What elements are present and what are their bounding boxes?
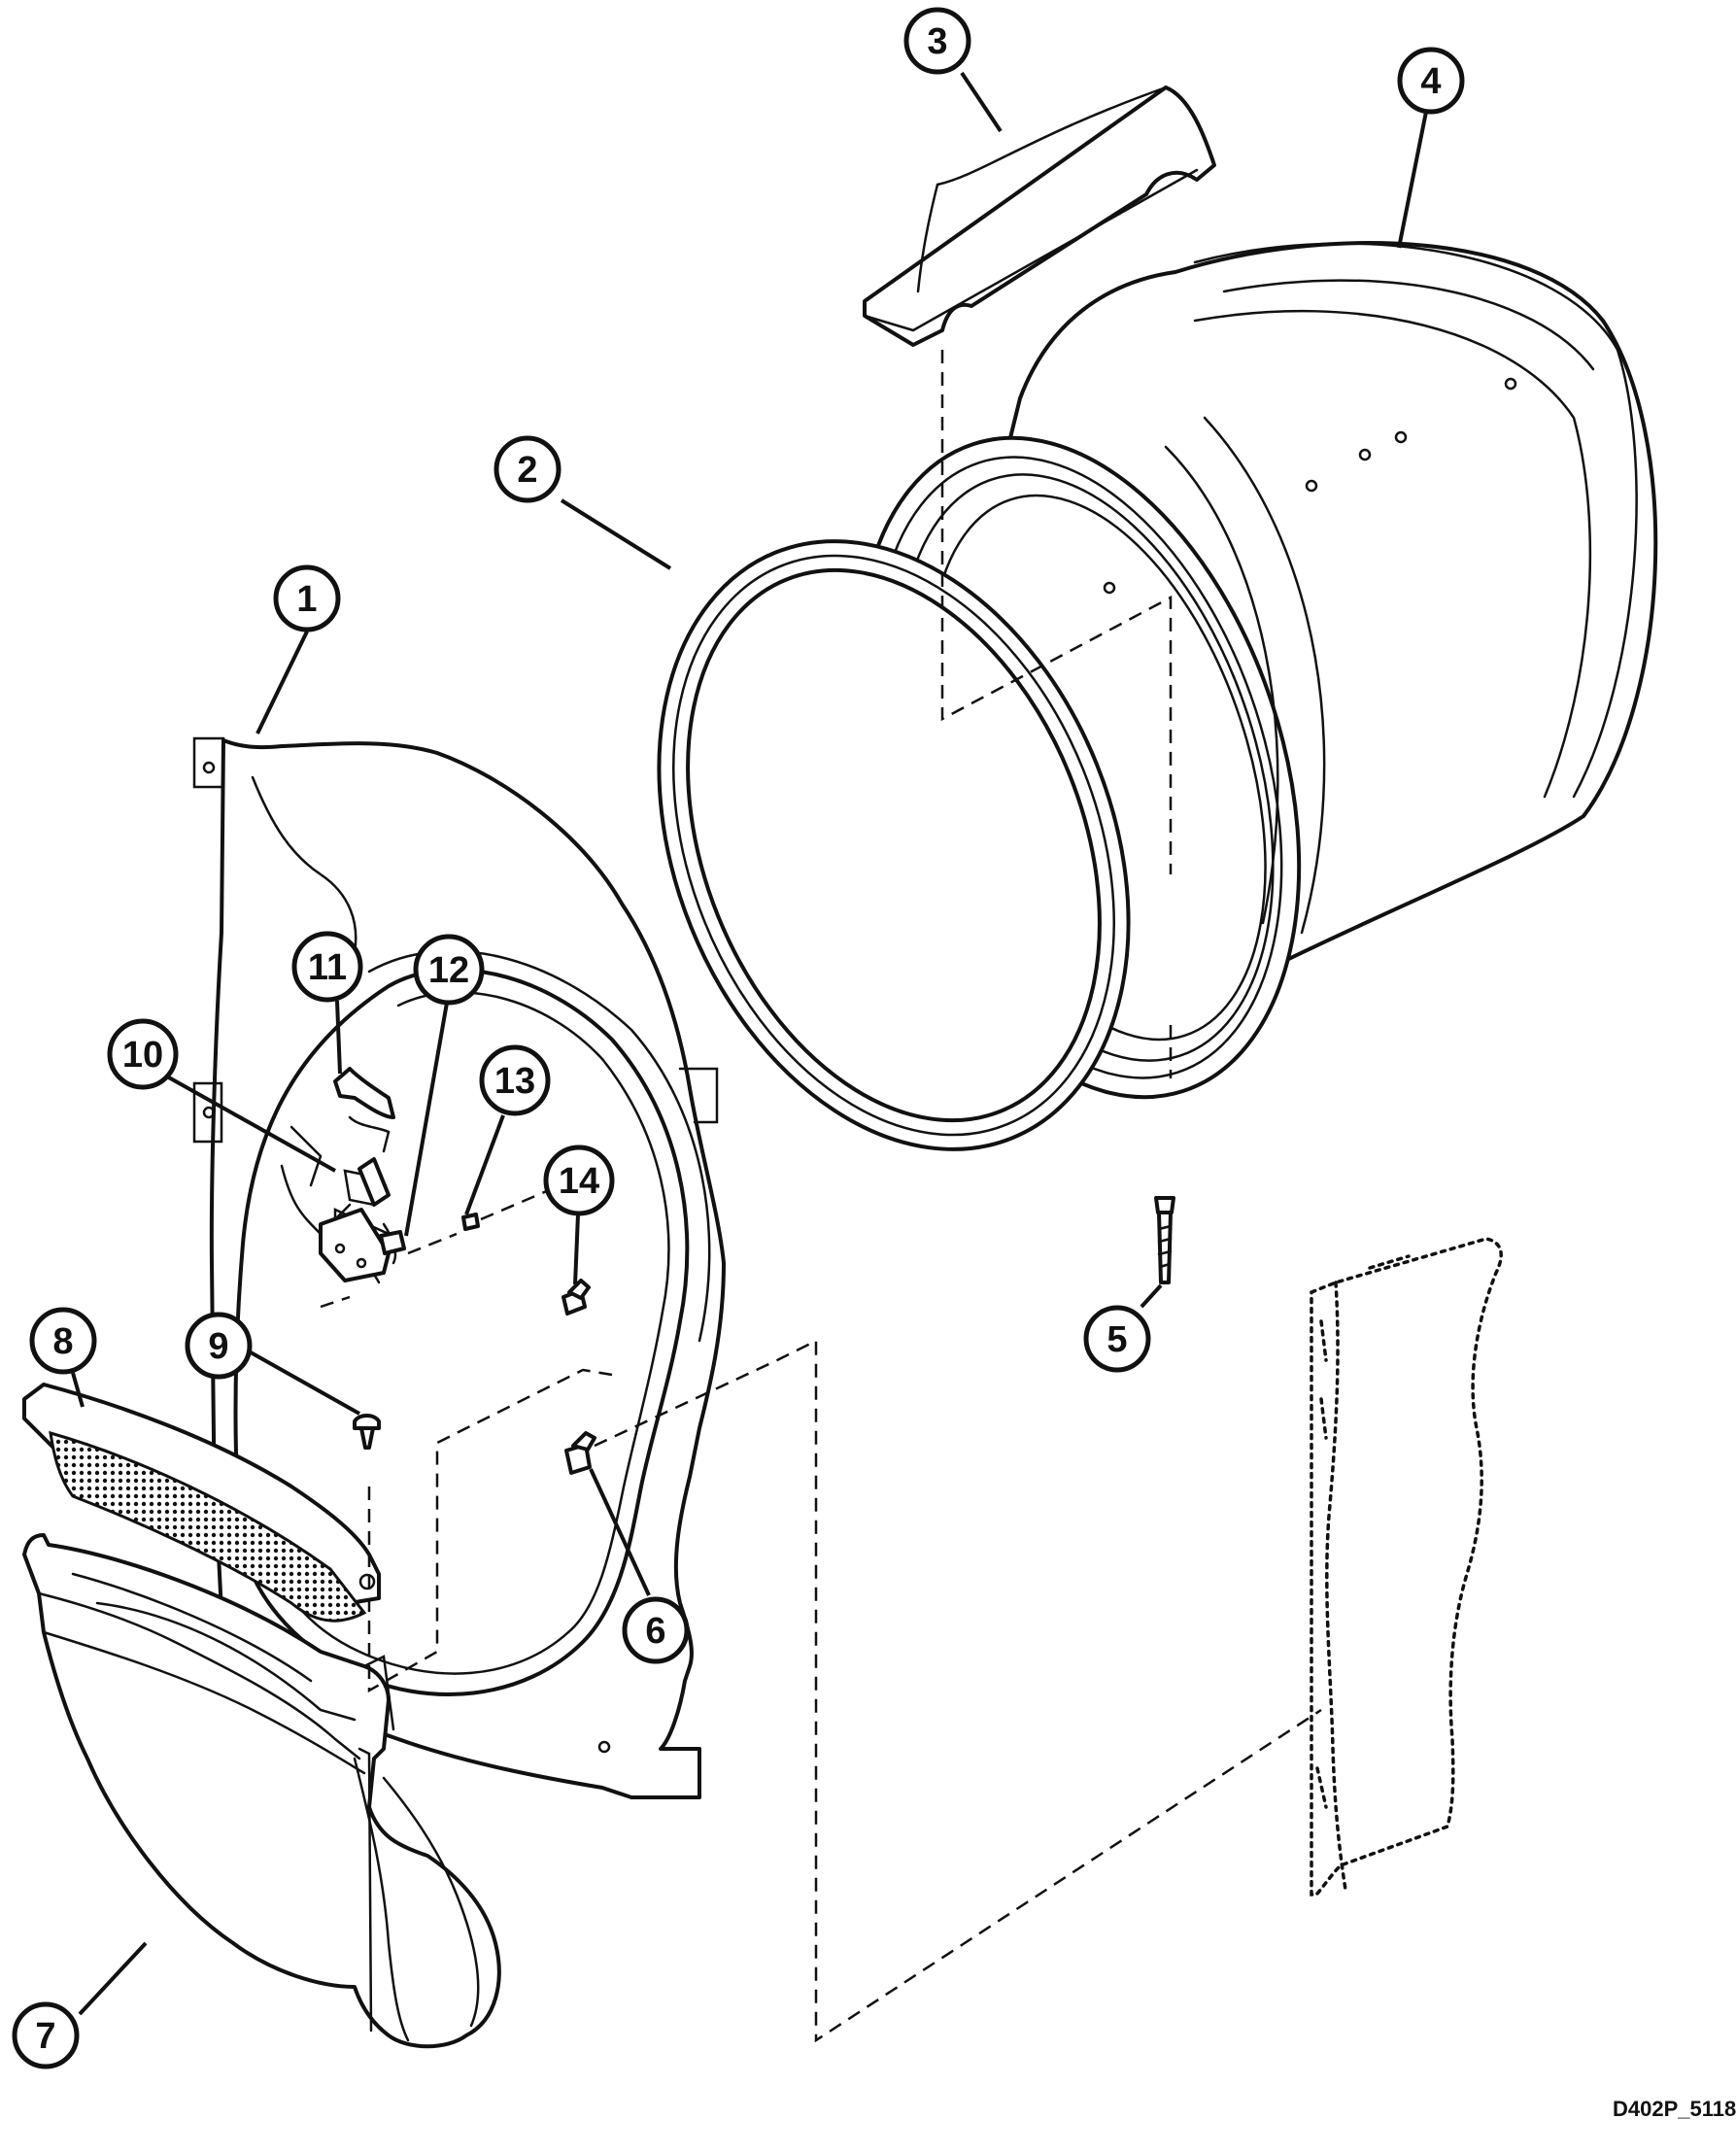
callout-2: 2 (494, 435, 562, 503)
callout-label: 4 (1420, 61, 1441, 102)
bolt-part-5 (1154, 1196, 1175, 1284)
callout-label: 11 (308, 947, 347, 988)
callout-label: 8 (52, 1321, 73, 1362)
callout-10: 10 (107, 1018, 179, 1090)
screw-part-14 (562, 1279, 591, 1316)
callout-8: 8 (29, 1307, 97, 1375)
callout-label: 1 (296, 579, 317, 620)
callout-4: 4 (1397, 47, 1465, 115)
lint-screen-part (22, 1383, 381, 1623)
callout-3: 3 (903, 7, 971, 75)
callout-11: 11 (291, 931, 363, 1003)
callout-leaders (71, 71, 1428, 2016)
callout-1: 1 (273, 564, 341, 632)
callout-label: 9 (208, 1326, 228, 1367)
callout-label: 2 (517, 450, 537, 491)
screw-part-6 (564, 1431, 596, 1475)
callout-label: 10 (122, 1035, 163, 1076)
callout-5: 5 (1083, 1305, 1151, 1373)
drum-seal-ring-part (657, 539, 1131, 1151)
callout-label: 7 (35, 2016, 55, 2057)
callout-label: 12 (428, 950, 469, 991)
baffle-part (863, 85, 1216, 347)
callout-label: 5 (1106, 1319, 1127, 1360)
callout-label: 6 (645, 1611, 665, 1652)
callout-13: 13 (479, 1044, 551, 1116)
screw-part-9 (353, 1414, 381, 1450)
hinge-assembly-part-12 (319, 1208, 406, 1282)
hinge-pin-part-10 (357, 1157, 391, 1207)
callout-label: 3 (927, 21, 947, 62)
hinge-bracket-part-11 (333, 1067, 395, 1119)
callout-label: 14 (559, 1161, 599, 1202)
callout-6: 6 (622, 1596, 690, 1664)
callout-12: 12 (413, 934, 485, 1006)
screw-part-13 (461, 1213, 480, 1231)
lint-duct-part (22, 1533, 501, 2049)
callout-label: 13 (494, 1061, 535, 1102)
callout-7: 7 (12, 2001, 80, 2069)
callout-9: 9 (185, 1312, 253, 1380)
front-panel-reference (1310, 1237, 1503, 1897)
drawing-code: D402P_5118 (1613, 2097, 1736, 2121)
callout-14: 14 (543, 1145, 615, 1216)
